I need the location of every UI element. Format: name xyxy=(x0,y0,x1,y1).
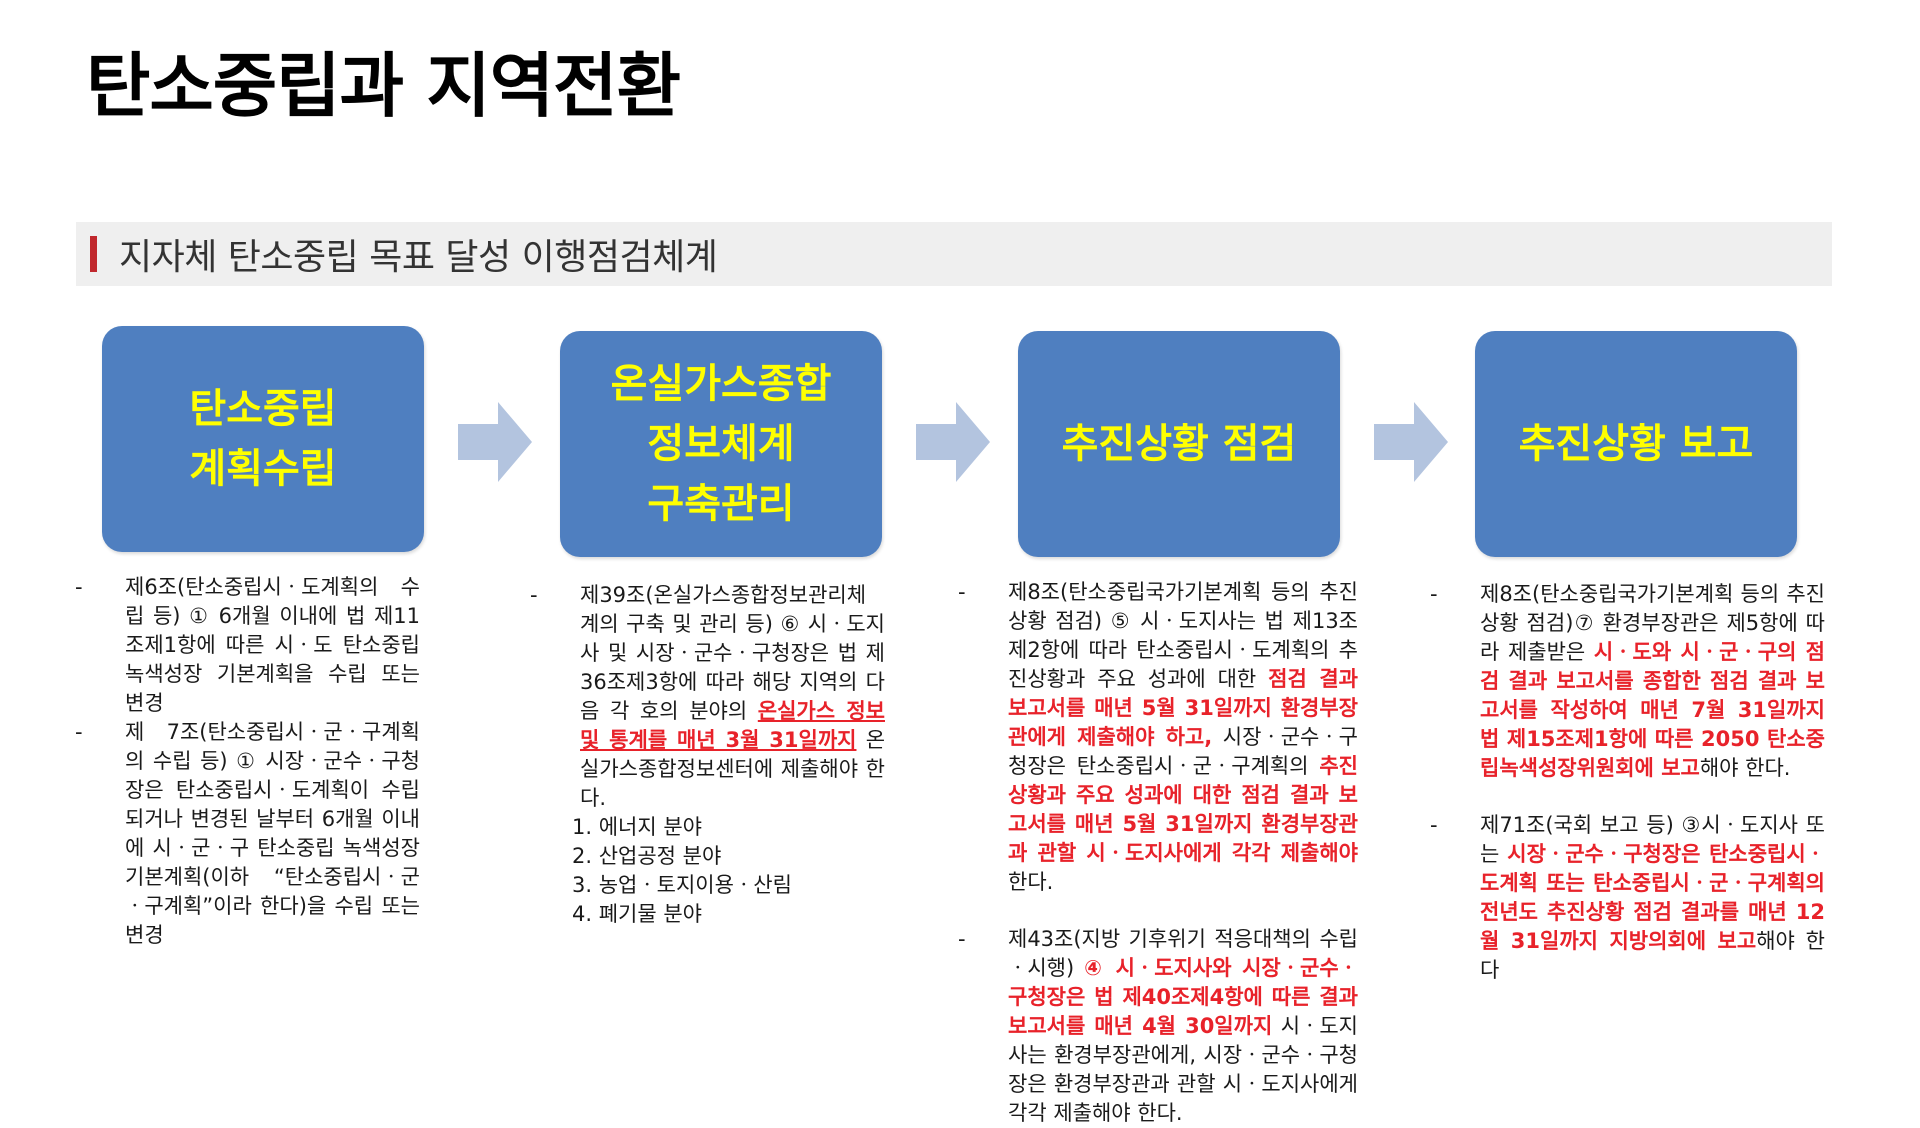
text-segment: 제8조(탄소중립국가기본계획 등의 추진상황 점검)⑦ 환경부장관은 제5항에 … xyxy=(1480,582,1825,664)
section-header: 지자체 탄소중립 목표 달성 이행점검체계 xyxy=(76,222,1832,286)
highlight-text: 추진상황과 주요 성과에 대한 점검 결과 보고서를 매년 5월 31일까지 환… xyxy=(1008,754,1358,865)
field-list: 1. 에너지 분야 2. 산업공정 분야 3. 농업ㆍ토지이용ㆍ산림 4. 폐기… xyxy=(530,813,885,929)
list-item: - 제6조(탄소중립시ㆍ도계획의 수립 등) ① 6개월 이내에 법 제11조제… xyxy=(75,573,420,718)
stage-label-line: 추진상황 보고 xyxy=(1518,421,1754,467)
provision-text: 제8조(탄소중립국가기본계획 등의 추진상황 점검)⑦ 환경부장관은 제5항에 … xyxy=(1480,580,1825,783)
list-item: - 제43조(지방 기후위기 적응대책의 수립ㆍ시행) ④ 시ㆍ도지사와 시장ㆍ… xyxy=(958,925,1358,1128)
text-segment: 제39조(온실가스종합정보관리체계의 구축 및 관리 등) ⑥ 시ㆍ도지사 및 … xyxy=(580,583,885,723)
bullet-dash: - xyxy=(1430,813,1438,837)
highlight-text: 시장ㆍ군수ㆍ구청장은 탄소중립시ㆍ도계획 또는 탄소중립시ㆍ군ㆍ구계획의 전년도… xyxy=(1480,842,1825,953)
bullet-dash: - xyxy=(958,927,966,951)
highlight-text: 시ㆍ도와 시ㆍ군ㆍ구의 점검 결과 보고서를 종합한 점검 결과 보고서를 작성… xyxy=(1480,640,1825,780)
bullet-dash: - xyxy=(958,580,966,604)
provision-text: 제39조(온실가스종합정보관리체계의 구축 및 관리 등) ⑥ 시ㆍ도지사 및 … xyxy=(580,581,885,813)
provision-text: 제43조(지방 기후위기 적응대책의 수립ㆍ시행) ④ 시ㆍ도지사와 시장ㆍ군수… xyxy=(1008,925,1358,1128)
text-segment: 시장ㆍ군수ㆍ구청장은 탄소중립시ㆍ군ㆍ구계획의 xyxy=(1008,725,1358,778)
stage-label-line: 탄소중립 xyxy=(189,386,337,432)
bullet-dash: - xyxy=(1430,582,1438,606)
text-segment: 해야 한다 xyxy=(1480,929,1825,982)
ghg-provisions: - 제39조(온실가스종합정보관리체계의 구축 및 관리 등) ⑥ 시ㆍ도지사 … xyxy=(530,581,885,929)
text-segment: 제8조(탄소중립국가기본계획 등의 추진상황 점검) ⑤ 시ㆍ도지사는 법 제1… xyxy=(1008,580,1358,691)
provision-text: 제 7조(탄소중립시ㆍ군ㆍ구계획의 수립 등) ① 시장ㆍ군수ㆍ구청장은 탄소중… xyxy=(125,720,420,947)
highlight-text: 온실가스 정보 및 통계를 매년 3월 31일까지 xyxy=(580,699,885,752)
check-provisions: - 제8조(탄소중립국가기본계획 등의 추진상황 점검) ⑤ 시ㆍ도지사는 법 … xyxy=(958,578,1358,1128)
field-item: 2. 산업공정 분야 xyxy=(572,844,722,868)
stage-box-progress-report: 추진상황 보고 xyxy=(1475,331,1797,557)
stage-label-line: 구축관리 xyxy=(647,481,795,527)
stage-box-ghg-info: 온실가스종합 정보체계 구축관리 xyxy=(560,331,882,557)
highlight-text: 점검 결과 보고서를 매년 5월 31일까지 환경부장관에게 제출해야 하고, xyxy=(1008,667,1358,749)
stage-box-progress-check: 추진상황 점검 xyxy=(1018,331,1340,557)
text-segment: 제43조(지방 기후위기 적응대책의 수립ㆍ시행) xyxy=(1008,927,1358,980)
list-item: - 제8조(탄소중립국가기본계획 등의 추진상황 점검) ⑤ 시ㆍ도지사는 법 … xyxy=(958,578,1358,897)
text-segment: 해야 한다. xyxy=(1699,756,1791,780)
plan-provisions: - 제6조(탄소중립시ㆍ도계획의 수립 등) ① 6개월 이내에 법 제11조제… xyxy=(75,573,420,950)
list-item: - 제 7조(탄소중립시ㆍ군ㆍ구계획의 수립 등) ① 시장ㆍ군수ㆍ구청장은 탄… xyxy=(75,718,420,950)
report-provisions: - 제8조(탄소중립국가기본계획 등의 추진상황 점검)⑦ 환경부장관은 제5항… xyxy=(1430,580,1825,985)
right-arrow-icon xyxy=(916,402,990,482)
section-accent-bar xyxy=(90,236,97,272)
provision-text: 제8조(탄소중립국가기본계획 등의 추진상황 점검) ⑤ 시ㆍ도지사는 법 제1… xyxy=(1008,578,1358,897)
text-segment: 한다. xyxy=(1008,870,1054,894)
provision-text: 제6조(탄소중립시ㆍ도계획의 수립 등) ① 6개월 이내에 법 제11조제1항… xyxy=(125,575,420,715)
section-title: 지자체 탄소중립 목표 달성 이행점검체계 xyxy=(119,237,718,278)
stage-label-line: 정보체계 xyxy=(647,421,795,467)
right-arrow-icon xyxy=(458,402,532,482)
stage-label-line: 추진상황 점검 xyxy=(1061,421,1297,467)
text-segment: 제71조(국회 보고 등) ③시ㆍ도지사 또는 xyxy=(1480,813,1825,866)
stage-box-plan: 탄소중립 계획수립 xyxy=(102,326,424,552)
text-segment: 온실가스종합정보센터에 제출해야 한다. xyxy=(580,728,886,810)
list-item: - 제39조(온실가스종합정보관리체계의 구축 및 관리 등) ⑥ 시ㆍ도지사 … xyxy=(530,581,885,813)
stage-label-line: 온실가스종합 xyxy=(610,361,832,407)
field-item: 1. 에너지 분야 xyxy=(572,815,702,839)
right-arrow-icon xyxy=(1374,402,1448,482)
bullet-dash: - xyxy=(75,720,83,744)
bullet-dash: - xyxy=(75,575,83,599)
page-title: 탄소중립과 지역전환 xyxy=(86,45,681,127)
field-item: 3. 농업ㆍ토지이용ㆍ산림 xyxy=(572,873,792,897)
field-item: 4. 폐기물 분야 xyxy=(572,902,702,926)
bullet-dash: - xyxy=(530,583,538,607)
highlight-text: ④ 시ㆍ도지사와 시장ㆍ군수ㆍ구청장은 법 제40조제4항에 따른 결과 보고서… xyxy=(1008,956,1358,1038)
list-item: - 제71조(국회 보고 등) ③시ㆍ도지사 또는 시장ㆍ군수ㆍ구청장은 탄소중… xyxy=(1430,811,1825,985)
list-item: - 제8조(탄소중립국가기본계획 등의 추진상황 점검)⑦ 환경부장관은 제5항… xyxy=(1430,580,1825,783)
stage-label-line: 계획수립 xyxy=(189,446,337,492)
provision-text: 제71조(국회 보고 등) ③시ㆍ도지사 또는 시장ㆍ군수ㆍ구청장은 탄소중립시… xyxy=(1480,811,1825,985)
